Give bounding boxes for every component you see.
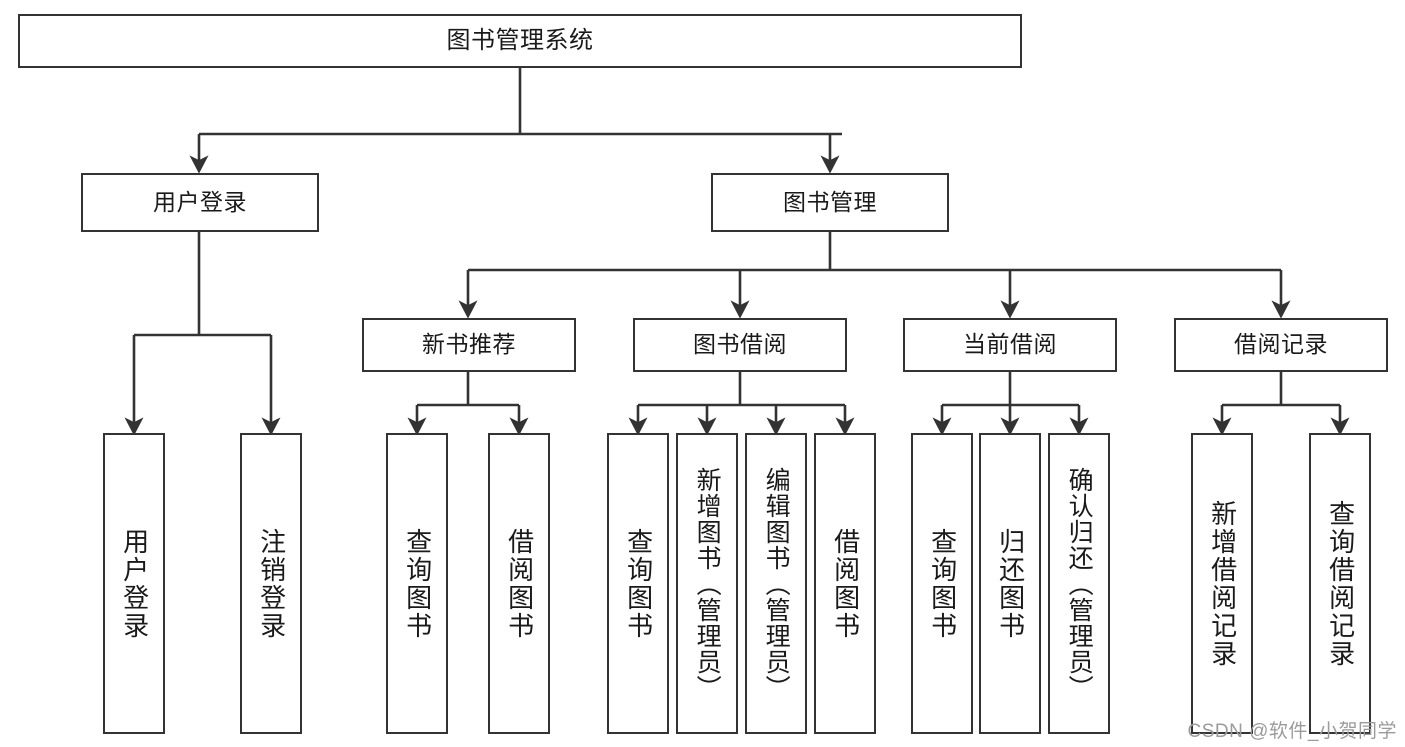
node-leaf-query-book-borrow[interactable]: 查询图书 xyxy=(607,433,669,734)
node-leaf-query-borrow-record[interactable]: 查询借阅记录 xyxy=(1309,433,1371,734)
node-new-book-recommend[interactable]: 新书推荐 xyxy=(362,318,576,372)
node-book-borrow[interactable]: 图书借阅 xyxy=(633,318,847,372)
node-leaf-add-borrow-record[interactable]: 新增借阅记录 xyxy=(1191,433,1253,734)
node-label: 用户登录 xyxy=(153,188,247,215)
node-leaf-add-book[interactable]: 新增图书（管理员） xyxy=(676,433,738,734)
node-label: 借阅记录 xyxy=(1234,331,1328,358)
node-label: 新书推荐 xyxy=(422,331,516,358)
node-user-login[interactable]: 用户登录 xyxy=(81,173,319,232)
node-borrow-record[interactable]: 借阅记录 xyxy=(1174,318,1388,372)
node-label: 归还图书 xyxy=(995,527,1026,640)
node-leaf-query-book-current[interactable]: 查询图书 xyxy=(911,433,973,734)
node-label: 查询图书 xyxy=(927,527,958,640)
node-label: 用户登录 xyxy=(119,527,150,640)
node-leaf-return-book[interactable]: 归还图书 xyxy=(979,433,1041,734)
node-book-manage[interactable]: 图书管理 xyxy=(711,173,949,232)
node-label: 新增图书（管理员） xyxy=(693,466,722,701)
node-leaf-user-logout[interactable]: 注销登录 xyxy=(240,433,302,734)
node-current-borrow[interactable]: 当前借阅 xyxy=(903,318,1117,372)
node-label: 图书管理 xyxy=(783,188,877,215)
node-leaf-edit-book[interactable]: 编辑图书（管理员） xyxy=(745,433,807,734)
node-label: 编辑图书（管理员） xyxy=(762,466,791,701)
csdn-watermark: CSDN @软件_小贺同学 xyxy=(1187,721,1397,742)
node-label: 借阅图书 xyxy=(830,527,861,640)
node-leaf-borrow-book-recommend[interactable]: 借阅图书 xyxy=(488,433,550,734)
node-label: 注销登录 xyxy=(256,527,287,640)
node-label: 查询图书 xyxy=(623,527,654,640)
node-label: 图书借阅 xyxy=(693,331,787,358)
node-root-book-management-system[interactable]: 图书管理系统 xyxy=(18,14,1022,68)
node-label: 图书管理系统 xyxy=(446,26,594,54)
node-leaf-query-book-recommend[interactable]: 查询图书 xyxy=(386,433,448,734)
node-leaf-confirm-return[interactable]: 确认归还（管理员） xyxy=(1048,433,1110,734)
node-label: 新增借阅记录 xyxy=(1207,499,1238,668)
node-leaf-borrow-book[interactable]: 借阅图书 xyxy=(814,433,876,734)
node-label: 查询借阅记录 xyxy=(1325,499,1356,668)
node-label: 当前借阅 xyxy=(963,331,1057,358)
node-label: 确认归还（管理员） xyxy=(1065,466,1094,701)
node-label: 查询图书 xyxy=(402,527,433,640)
node-leaf-user-login[interactable]: 用户登录 xyxy=(103,433,165,734)
node-label: 借阅图书 xyxy=(504,527,535,640)
